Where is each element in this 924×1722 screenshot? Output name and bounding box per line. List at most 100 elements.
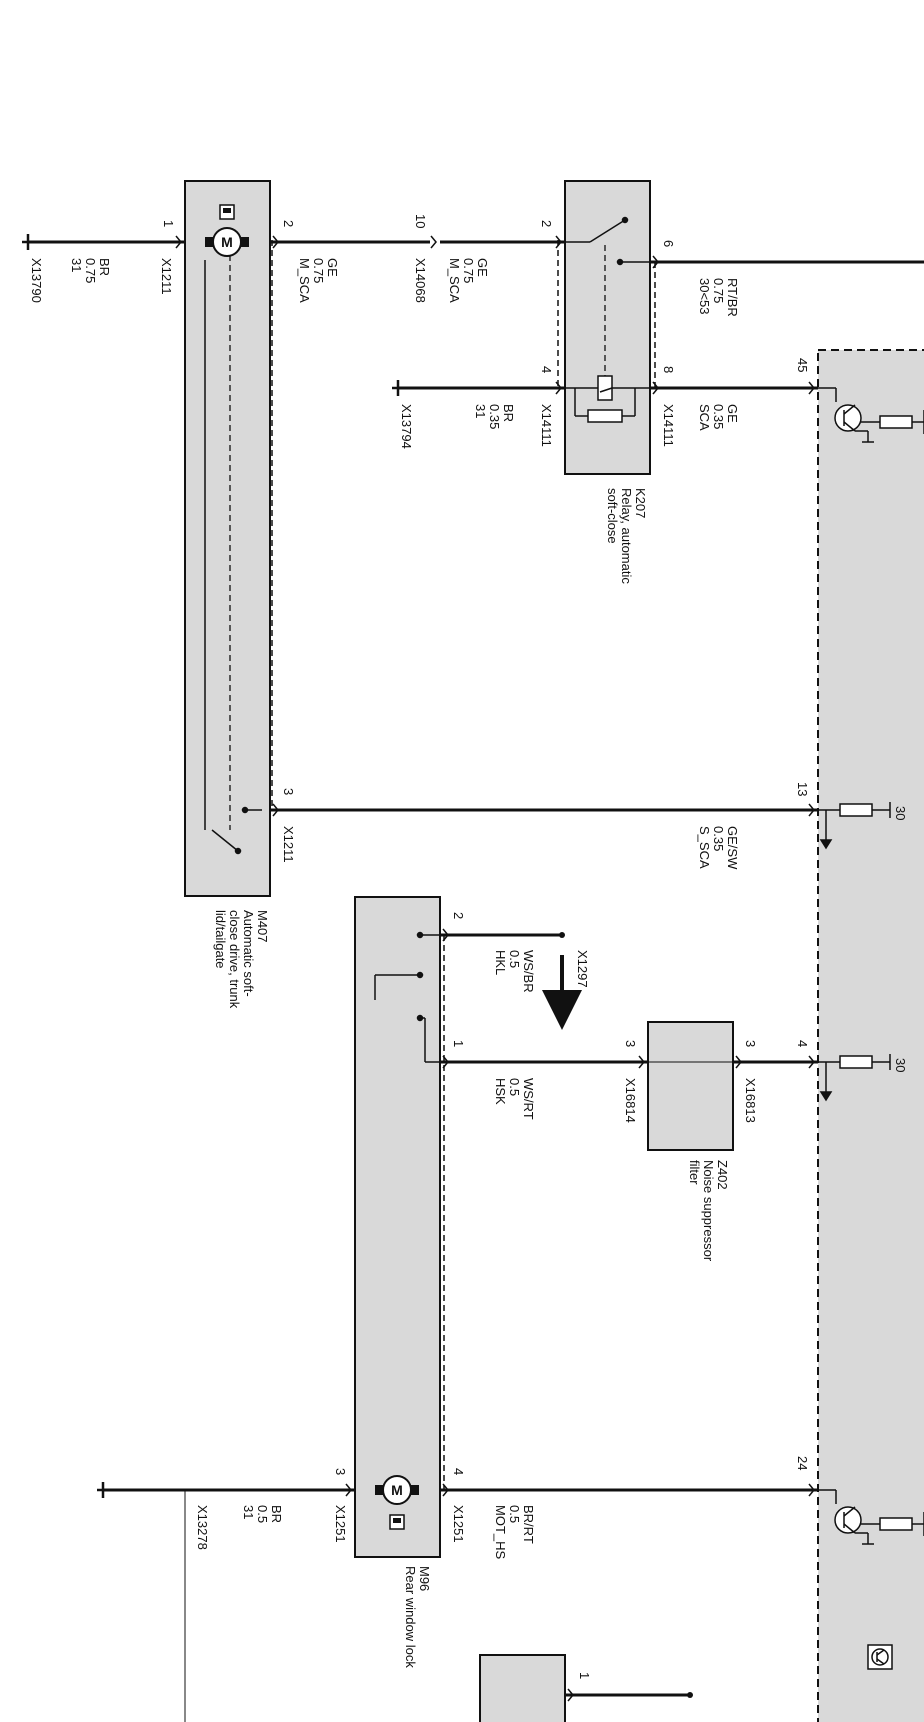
wire-spec: BR [269, 1505, 284, 1523]
pin-label: 2 [281, 220, 296, 227]
pin-label: 2 [539, 220, 554, 227]
chevron-ecu-45 [808, 381, 815, 395]
k207-switch-contact [565, 216, 650, 266]
wire-spec: 0.35 [711, 826, 726, 851]
ecu-transistor-24 [818, 1489, 924, 1545]
connector-label: X1211 [281, 826, 296, 863]
pin-label: 13 [795, 782, 810, 796]
m407-motor-label: M [221, 234, 233, 250]
ecu-voltage-label: 30 [893, 806, 908, 820]
ecu-pullup-13 [818, 802, 891, 850]
ecu-voltage-label: 30 [893, 1058, 908, 1072]
component-desc: Noise suppressor [701, 1160, 716, 1262]
connector-label: X14068 [413, 258, 428, 303]
connector-label: X1251 [451, 1505, 466, 1543]
wire-spec: 31 [241, 1505, 256, 1519]
component-id: Z402 [715, 1160, 730, 1190]
k207-body [564, 180, 651, 475]
m96-motor-icon: M [375, 1475, 419, 1505]
component-desc: lid/tailgate [213, 910, 228, 969]
wire-spec: S_SCA [697, 826, 712, 869]
component-id: M96 [417, 1566, 432, 1591]
wire-spec: 0.5 [507, 950, 522, 968]
pin-label: 4 [451, 1468, 466, 1475]
wire-spec: 0.5 [507, 1505, 522, 1523]
chevron-ecu-13 [808, 803, 815, 817]
wire-spec: MOT_HS [493, 1505, 508, 1560]
ecu-transistor-45 [818, 387, 924, 443]
wire-spec: WS/RT [521, 1078, 536, 1120]
splice-point [559, 932, 565, 938]
connector-label: X1211 [159, 258, 174, 295]
wire-spec: HKL [493, 950, 508, 975]
component-desc: Relay, automatic [619, 488, 634, 584]
component-desc: soft-close [605, 488, 620, 544]
component-desc: Automatic soft- [241, 910, 256, 997]
connector-label: X14111 [661, 404, 676, 447]
pin-label: 3 [281, 788, 296, 795]
connector-label: X13278 [195, 1505, 210, 1550]
wire-spec: GE [475, 258, 490, 277]
m96-motor-label: M [391, 1482, 403, 1498]
pin-label: 1 [451, 1040, 466, 1047]
wire-spec: 31 [473, 404, 488, 418]
connector-label: X1297 [575, 950, 590, 988]
wire-spec: GE/SW [725, 826, 740, 870]
z402-body [647, 1021, 734, 1151]
chevron-ecu-24 [808, 1483, 815, 1497]
wire-spec: BR/RT [521, 1505, 536, 1544]
chevron-m96-1 [442, 1055, 449, 1069]
ecu-pullup-4 [818, 1054, 891, 1102]
component-desc: filter [687, 1160, 702, 1185]
pin-label: 8 [661, 366, 676, 373]
wire-spec: 0.75 [83, 258, 98, 283]
connector-label: X14111 [539, 404, 554, 447]
pin-label: 4 [795, 1040, 810, 1047]
connector-label: X16814 [623, 1078, 638, 1123]
component-desc: Rear window lock [403, 1566, 418, 1668]
m96-body [354, 896, 441, 1558]
wire-spec: SCA [697, 404, 712, 431]
chevron-ecu-4 [808, 1055, 815, 1069]
pin-label: 1 [161, 220, 176, 227]
wire-spec: BR [97, 258, 112, 276]
partial-box [479, 1654, 566, 1722]
ground-x13278 [97, 1482, 105, 1498]
ground-x13794 [392, 380, 400, 396]
m96-switch-contacts [374, 931, 440, 1063]
chevron-m407-2 [272, 235, 279, 249]
chevron-partial-1 [567, 1688, 574, 1702]
pin-label: 2 [451, 912, 466, 919]
chevron-m96-4 [442, 1483, 449, 1497]
connector-label: X13794 [399, 404, 414, 449]
wire-spec: 0.35 [487, 404, 502, 429]
m407-switch-icon [219, 204, 235, 220]
chevron-x14068 [430, 235, 437, 249]
wire-spec: 31 [69, 258, 84, 272]
wire-spec: GE [725, 404, 740, 423]
ecu-panel [817, 349, 924, 1722]
ground-x13790 [22, 234, 30, 250]
splice-point [687, 1692, 693, 1698]
pin-label: 1 [577, 1672, 592, 1679]
chevron-k207-6 [652, 255, 659, 269]
chevron-z402-in [638, 1055, 645, 1069]
chevron-m96-3 [345, 1483, 352, 1497]
wire-spec: GE [325, 258, 340, 277]
wire-spec: 30<53 [697, 278, 712, 315]
chevron-m407-1 [175, 235, 182, 249]
component-id: K207 [633, 488, 648, 518]
component-desc: close drive, trunk [227, 910, 242, 1009]
wire-spec: 0.5 [255, 1505, 270, 1523]
pin-label: 4 [539, 366, 554, 373]
chevron-k207-2 [555, 235, 562, 249]
pin-label: 45 [795, 358, 810, 372]
chevron-m407-3 [272, 803, 279, 817]
wire-spec: 0.75 [461, 258, 476, 283]
ecu-symbol-icon [867, 1644, 893, 1670]
wire-spec: WS/BR [521, 950, 536, 993]
pin-label: 10 [413, 214, 428, 228]
wire-spec: 0.75 [711, 278, 726, 303]
connector-label: X1251 [333, 1505, 348, 1543]
